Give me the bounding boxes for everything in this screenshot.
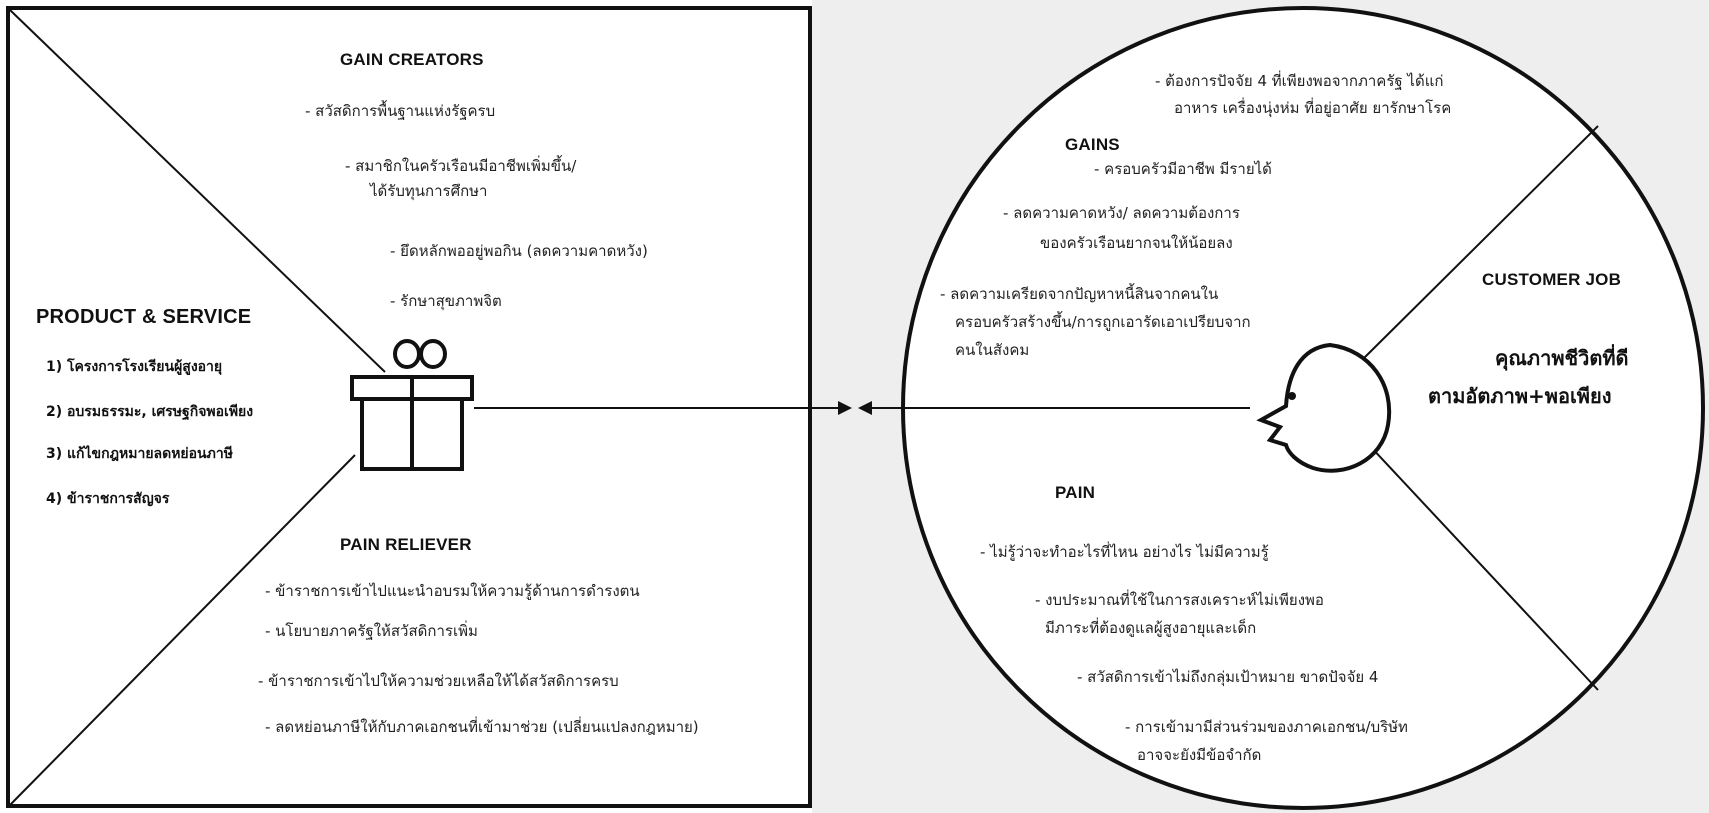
product-service-item: 2) อบรมธรรมะ, เศรษฐกิจพอเพียง — [46, 404, 254, 420]
pain-reliever-item: - ข้าราชการเข้าไปให้ความช่วยเหลือให้ได้ส… — [258, 672, 619, 690]
gain-item: คนในสังคม — [955, 341, 1030, 359]
pain-reliever-item: - ข้าราชการเข้าไปแนะนำอบรมให้ความรู้ด้าน… — [265, 582, 640, 600]
gain-item: ของครัวเรือนยากจนให้น้อยลง — [1040, 234, 1233, 252]
pain-reliever-title: PAIN RELIEVER — [340, 535, 472, 554]
customer-job-line: คุณภาพชีวิตที่ดี — [1495, 346, 1629, 370]
divider-customer-job-bottom — [1354, 429, 1599, 691]
gain-item: - ครอบครัวมีอาชีพ มีรายได้ — [1094, 160, 1272, 178]
customer-face-icon — [1256, 342, 1392, 473]
gain-item: ครอบครัวสร้างขึ้น/การถูกเอารัดเอาเปรียบจ… — [955, 313, 1251, 331]
gain-creator-item: - รักษาสุขภาพจิต — [390, 292, 502, 310]
product-service-item: 4) ข้าราชการสัญจร — [46, 491, 170, 507]
gain-item: อาหาร เครื่องนุ่งห่ม ที่อยู่อาศัย ยารักษ… — [1174, 99, 1452, 117]
customer-job-title: CUSTOMER JOB — [1482, 270, 1622, 289]
gain-item: - ต้องการปัจจัย 4 ที่เพียงพอจากภาครัฐ ได… — [1155, 72, 1444, 90]
gain-creator-item: ได้รับทุนการศึกษา — [370, 182, 488, 200]
pain-item: มีภาระที่ต้องดูแลผู้สูงอายุและเด็ก — [1045, 619, 1257, 637]
arrow-left-icon — [858, 401, 872, 415]
pain-item: - ไม่รู้ว่าจะทำอะไรที่ไหน อย่างไร ไม่มีค… — [980, 543, 1269, 561]
pain-item: - การเข้ามามีส่วนร่วมของภาคเอกชน/บริษัท — [1125, 718, 1408, 736]
gain-creator-item: - สวัสดิการพื้นฐานแห่งรัฐครบ — [305, 102, 496, 120]
gain-creators-title: GAIN CREATORS — [340, 50, 484, 69]
product-service-item: 3) แก้ไขกฎหมายลดหย่อนภาษี — [46, 446, 233, 462]
gift-icon — [350, 339, 474, 471]
gain-creator-item: - สมาชิกในครัวเรือนมีอาชีพเพิ่มขึ้น/ — [345, 157, 577, 175]
pain-title: PAIN — [1055, 483, 1096, 502]
product-service-item: 1) โครงการโรงเรียนผู้สูงอายุ — [46, 359, 223, 375]
pain-item: - งบประมาณที่ใช้ในการสงเคราะห์ไม่เพียงพอ — [1035, 591, 1324, 609]
arrow-right-icon — [838, 401, 852, 415]
gain-item: - ลดความคาดหวัง/ ลดความต้องการ — [1003, 204, 1240, 222]
pain-item: - สวัสดิการเข้าไม่ถึงกลุ่มเป้าหมาย ขาดปั… — [1077, 668, 1379, 686]
divider-customer-job-top — [1361, 125, 1599, 361]
gains-title: GAINS — [1065, 135, 1120, 154]
pain-reliever-item: - นโยบายภาครัฐให้สวัสดิการเพิ่ม — [265, 622, 478, 640]
pain-item: อาจจะยังมีข้อจำกัด — [1137, 746, 1262, 764]
gain-item: - ลดความเครียดจากปัญหาหนี้สินจากคนใน — [940, 285, 1219, 303]
divider-gain-creators — [9, 9, 386, 373]
customer-job-line: ตามอัตภาพ+พอเพียง — [1428, 384, 1612, 408]
divider-pain-reliever — [9, 454, 356, 806]
product-service-title: PRODUCT & SERVICE — [36, 306, 252, 328]
pain-reliever-item: - ลดหย่อนภาษีให้กับภาคเอกชนที่เข้ามาช่วย… — [265, 718, 699, 736]
gain-creator-item: - ยึดหลักพออยู่พอกิน (ลดความคาดหวัง) — [390, 242, 648, 260]
